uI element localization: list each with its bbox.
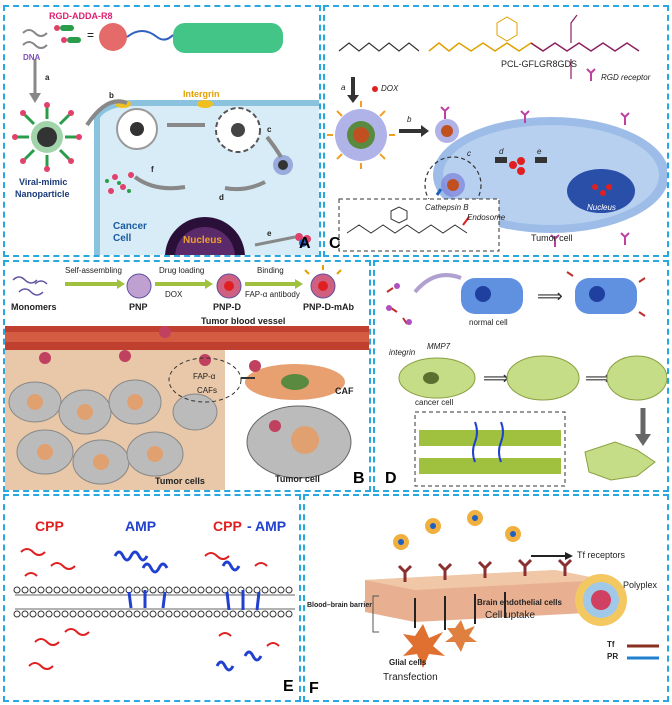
tumor-cells-label: Tumor cells — [155, 476, 205, 486]
panel-e-illustration — [13, 548, 295, 672]
panel-a: = — [3, 5, 321, 257]
panel-f-letter: F — [309, 680, 319, 697]
brain-cells-label: Brain endothelial cells — [477, 598, 562, 607]
svg-text:⟹: ⟹ — [537, 286, 563, 306]
normal-cell-label: normal cell — [469, 318, 508, 327]
step-b-label: b — [407, 115, 412, 124]
tumor-vessel-label: Tumor blood vessel — [201, 316, 286, 326]
panel-f: Tf receptors Polyplex Blood–brain barrie… — [303, 494, 669, 702]
self-assembling-label: Self-assembling — [65, 266, 122, 275]
cpp-amp-label-dash: - — [247, 518, 252, 534]
svg-text:=: = — [87, 28, 94, 42]
uptake-label: Cell uptake — [485, 610, 536, 621]
pr-legend-label: PR — [607, 652, 619, 661]
panel-a-letter: A — [299, 235, 311, 252]
svg-text:⟹: ⟹ — [585, 368, 611, 388]
cafs-label: CAFs — [197, 386, 217, 395]
conjugate-label: RGD-ADDA-R8 — [49, 11, 113, 21]
panel-d-illustration: ⟹ ⟹ ⟹ — [386, 271, 667, 487]
tumor-cell-label: Tumor cell — [531, 233, 573, 243]
particle-label-1: Viral-mimic — [19, 177, 68, 187]
rgd-receptor-label: RGD receptor — [601, 73, 651, 82]
tf-receptors-label: Tf receptors — [577, 550, 626, 560]
step-e-label: e — [267, 229, 272, 238]
fap-antibody-label: FAP-α antibody — [245, 290, 300, 299]
dox-label: DOX — [165, 290, 183, 299]
tumor-cell-label: Tumor cell — [275, 474, 320, 484]
tf-legend-label: Tf — [607, 640, 615, 649]
panel-b: Self-assembling Drug loading Binding DOX… — [3, 260, 371, 492]
transfection-label: Transfection — [383, 672, 438, 683]
cell-label-2: Cell — [113, 233, 132, 244]
dna-label: DNA — [23, 53, 41, 62]
polyplex-label: Polyplex — [623, 580, 658, 590]
panel-f-illustration — [365, 510, 659, 668]
pnp-d-mab-label: PNP-D-mAb — [303, 302, 354, 312]
cpp-amp-label-cpp: CPP — [213, 518, 242, 534]
svg-text:⟹: ⟹ — [483, 368, 509, 388]
endosome-label: Endosome — [467, 213, 506, 222]
amp-label: AMP — [125, 518, 157, 534]
caf-label: CAF — [335, 386, 354, 396]
fap-label: FAP-α — [193, 372, 216, 381]
step-c-label: c — [267, 125, 272, 134]
pnp-d-label: PNP-D — [213, 302, 242, 312]
panel-e: CPP AMP CPP - AMP E — [3, 494, 301, 702]
mmp7-label: MMP7 — [427, 342, 451, 351]
step-d-label: d — [219, 193, 224, 202]
integrin-label: integrin — [389, 348, 416, 357]
panel-c-letter: C — [329, 235, 341, 252]
step-f-label: f — [151, 165, 154, 174]
panel-e-letter: E — [283, 678, 294, 695]
step-c-label: c — [467, 149, 471, 158]
cancer-cell-label: cancer cell — [415, 398, 454, 407]
panel-d: ⟹ ⟹ ⟹ normal cell integrin MMP7 cancer c… — [373, 260, 669, 492]
bbb-label: Blood–brain barrier — [307, 602, 372, 609]
step-a-label: a — [341, 83, 346, 92]
dox-label: DOX — [381, 84, 399, 93]
pnp-label: PNP — [129, 302, 148, 312]
panel-d-letter: D — [385, 470, 397, 487]
step-b-label: b — [109, 91, 114, 100]
panel-c-illustration — [327, 14, 667, 252]
nucleus-label: Nucleus — [587, 203, 616, 212]
integrin-label: Intergrin — [183, 89, 220, 99]
step-e-label: e — [537, 147, 542, 156]
cpp-amp-label-amp: AMP — [255, 518, 287, 534]
nucleus-label: Nucleus — [183, 235, 222, 246]
cell-label-1: Cancer — [113, 221, 147, 232]
panel-a-illustration: = — [12, 23, 319, 255]
monomers-label: Monomers — [11, 302, 57, 312]
panel-b-illustration — [5, 265, 369, 490]
binding-label: Binding — [257, 266, 284, 275]
viral-nanoparticle — [12, 102, 82, 172]
panel-b-letter: B — [353, 470, 365, 487]
drug-loading-label: Drug loading — [159, 266, 205, 275]
panel-c: PCL-GFLGR8GDS a DOX b c d e RGD receptor… — [323, 5, 669, 257]
cathepsin-label: Cathepsin B — [425, 203, 469, 212]
cpp-label: CPP — [35, 518, 64, 534]
particle-label-2: Nanoparticle — [15, 189, 70, 199]
step-d-label: d — [499, 147, 504, 156]
step-a-label: a — [45, 73, 50, 82]
glial-label: Glial cells — [389, 658, 427, 667]
polymer-name: PCL-GFLGR8GDS — [501, 59, 578, 69]
